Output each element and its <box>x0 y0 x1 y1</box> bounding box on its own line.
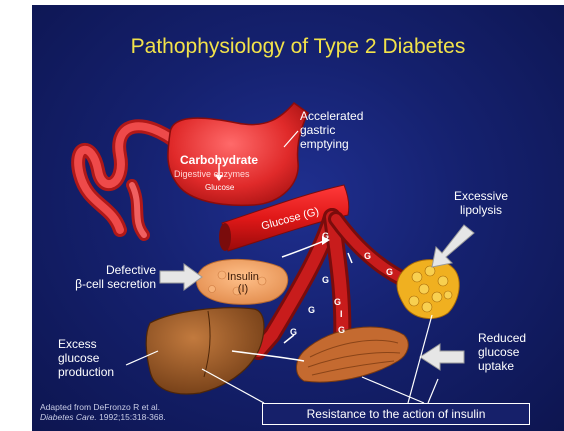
muscle-illustration <box>297 327 409 382</box>
slide: Pathophysiology of Type 2 Diabetes Carbo… <box>32 5 564 431</box>
uptake-line-1: Reduced <box>478 331 526 345</box>
insulin-marker: I <box>340 309 343 319</box>
glucose-marker: G <box>364 251 371 261</box>
fat-cells-illustration <box>397 260 459 319</box>
lipolysis-line-1: Excessive <box>454 189 508 203</box>
beta-cell-line-2: β-cell secretion <box>75 277 156 291</box>
lipolysis-label: Excessive lipolysis <box>436 189 526 217</box>
production-line-1: Excess <box>58 337 97 351</box>
citation-journal: Diabetes Care. <box>40 412 97 422</box>
uptake-line-3: uptake <box>478 359 514 373</box>
glucose-uptake-label: Reduced glucose uptake <box>478 331 526 373</box>
intestine-illustration <box>78 126 180 235</box>
insulin-label: Insulin (I) <box>210 271 276 295</box>
digestive-enzymes-label: Digestive enzymes <box>174 169 250 179</box>
glucose-marker: G <box>338 325 345 335</box>
gastric-line-1: Accelerated <box>300 109 363 123</box>
lipolysis-line-2: lipolysis <box>460 203 502 217</box>
gastric-emptying-label: Accelerated gastric emptying <box>300 109 363 151</box>
citation: Adapted from DeFronzo R et al. Diabetes … <box>40 402 166 422</box>
carbohydrate-label: Carbohydrate <box>180 153 258 167</box>
gastric-line-2: gastric <box>300 123 335 137</box>
production-line-2: glucose <box>58 351 99 365</box>
glucose-marker: G <box>386 267 393 277</box>
insulin-text: Insulin <box>227 271 259 283</box>
glucose-marker: G <box>322 275 329 285</box>
glucose-marker: G <box>308 305 315 315</box>
glucose-marker: G <box>322 231 329 241</box>
beta-cell-label: Defective β-cell secretion <box>44 263 156 291</box>
glucose-marker: G <box>334 297 341 307</box>
citation-line-1: Adapted from DeFronzo R et al. <box>40 402 160 412</box>
glucose-production-label: Excess glucose production <box>58 337 114 379</box>
production-line-3: production <box>58 365 114 379</box>
beta-cell-line-1: Defective <box>106 263 156 277</box>
stomach-glucose-label: Glucose <box>205 183 234 192</box>
uptake-line-2: glucose <box>478 345 519 359</box>
insulin-resistance-box: Resistance to the action of insulin <box>262 403 530 425</box>
citation-details: 1992;15:318-368. <box>97 412 166 422</box>
page-title: Pathophysiology of Type 2 Diabetes <box>32 35 564 59</box>
gastric-line-3: emptying <box>300 137 349 151</box>
insulin-symbol: (I) <box>238 283 248 295</box>
liver-illustration <box>146 308 264 394</box>
glucose-marker: G <box>290 327 297 337</box>
